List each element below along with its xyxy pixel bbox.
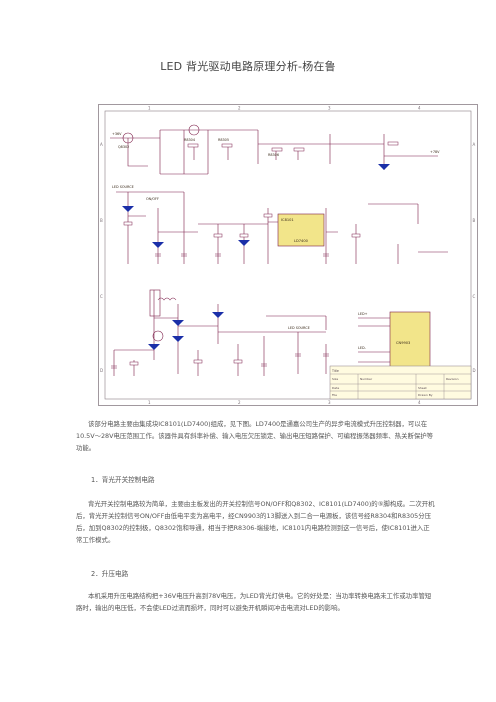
- transistors: [122, 124, 200, 342]
- ic8101-label: IC8101: [281, 218, 294, 222]
- resistors: [123, 141, 399, 366]
- ic8101-part: LD7400: [294, 239, 309, 243]
- led-plus-label: LED+: [358, 312, 368, 316]
- r8306-label: R8306: [268, 153, 279, 157]
- capacitors: [111, 253, 329, 369]
- col-number-1-bottom: 1: [148, 400, 151, 405]
- title-block-file: File: [332, 393, 337, 397]
- col-number-4: 4: [418, 106, 421, 111]
- row-letter-a-right: A: [473, 142, 476, 147]
- title-block: Title Size Number Revision Date Sheet Fi…: [329, 365, 472, 400]
- cn9903-connector: CN9903: [358, 311, 431, 375]
- out-label: +78V: [430, 150, 440, 154]
- intro-paragraph: 该部分电路主要由集成块IC8101(LD7400)组成，见下图。LD7400是通…: [76, 420, 434, 452]
- ic8101-chip: IC8101 LD7400: [277, 213, 325, 247]
- inductor: [149, 289, 177, 317]
- led-source-label: LED SOURCE: [112, 185, 134, 189]
- title-block-drawn: Drawn By: [418, 393, 433, 397]
- section-heading-boost: 2．升压电路: [91, 570, 129, 578]
- switch-control-paragraph: 背光开关控制电路较为简单，主要由主板发出的开关控制信号ON/OFF和Q8302、…: [76, 500, 435, 544]
- r8304-label: R8304: [184, 138, 195, 142]
- col-number-3-bottom: 3: [328, 400, 331, 405]
- title-block-size: Size: [332, 377, 338, 381]
- q8302-label: Q8302: [118, 145, 129, 149]
- on-off-label: ON/OFF: [146, 197, 159, 201]
- cn9903-label: CN9903: [396, 341, 410, 345]
- circuit-schematic: 1 2 3 4 1 2 3 4 A B C D A B C D: [98, 104, 478, 406]
- r8305-label: R8305: [218, 138, 229, 142]
- vin-label: +36V: [112, 132, 122, 136]
- title-block-title: Title: [331, 369, 339, 373]
- led-minus-label: LED-: [358, 346, 367, 350]
- diodes: [122, 164, 390, 350]
- document-title: LED 背光驱动电路原理分析-杨在鲁: [160, 60, 336, 73]
- col-number-3: 3: [328, 106, 331, 111]
- led-source2-label: LED SOURCE: [288, 326, 310, 330]
- row-letter-d-right: D: [473, 368, 476, 373]
- title-block-revision: Revision: [446, 377, 459, 381]
- title-block-sheet: Sheet: [418, 386, 427, 390]
- row-letter-b-right: B: [473, 218, 476, 223]
- col-number-4-bottom: 4: [418, 400, 421, 405]
- title-block-number: Number: [360, 377, 373, 381]
- schematic-inner-frame: [104, 110, 472, 400]
- col-number-2: 2: [238, 106, 241, 111]
- boost-paragraph: 本机采用升压电路结构把+36V电压升高到78V电压，为LED背光灯供电。它的好处…: [76, 592, 432, 612]
- row-letter-d: D: [100, 368, 103, 373]
- section-heading-switch-control: 1．背光开关控制电路: [91, 476, 155, 484]
- row-letter-c: C: [100, 294, 103, 299]
- title-block-date: Date: [332, 386, 339, 390]
- row-letter-a: A: [100, 142, 103, 147]
- row-letter-c-right: C: [473, 294, 476, 299]
- row-letter-b: B: [100, 218, 103, 223]
- col-number-2-bottom: 2: [238, 400, 241, 405]
- col-number-1: 1: [148, 106, 151, 111]
